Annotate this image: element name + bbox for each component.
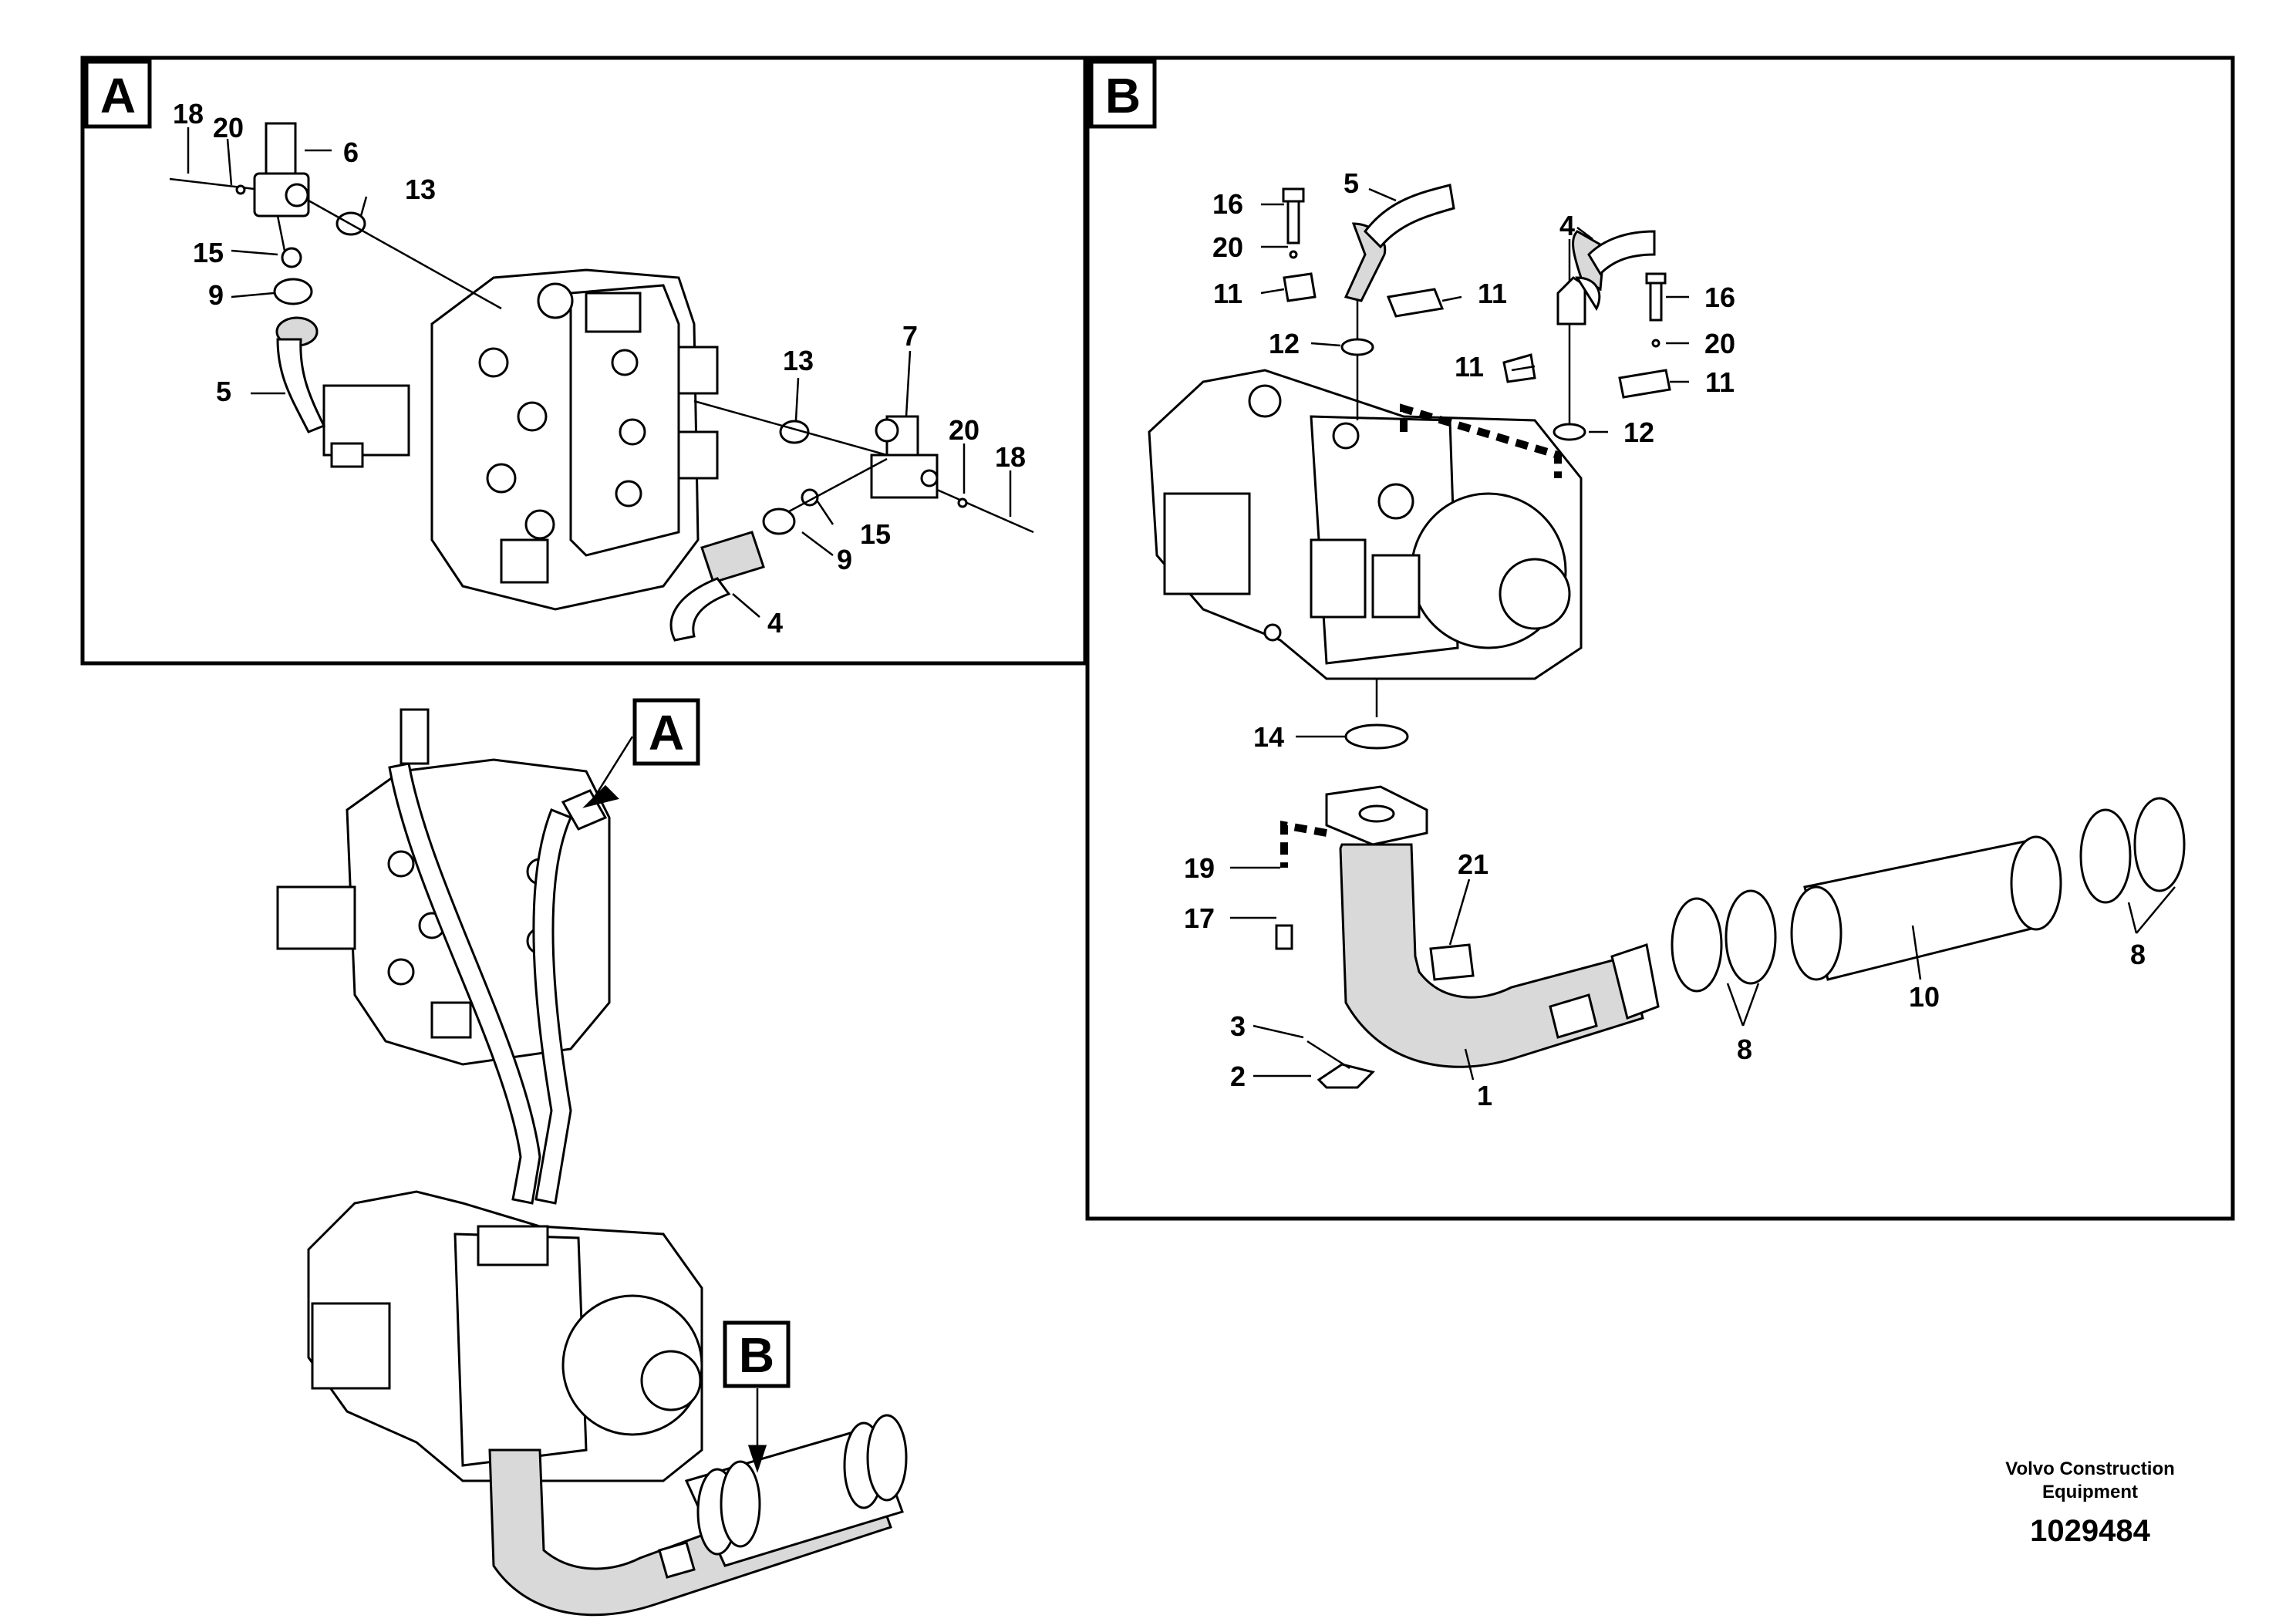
overview-tag-b-label: B — [739, 1327, 774, 1383]
leaders-a — [187, 127, 1012, 618]
callout-8-b: 8 — [2130, 939, 2146, 970]
callout-4-a: 4 — [767, 607, 783, 639]
callout-18-b: 18 — [995, 441, 1026, 473]
callout-9-b: 9 — [837, 544, 852, 575]
callouts-a: 18 20 6 13 15 9 5 13 7 20 18 15 9 4 — [173, 98, 1026, 639]
panel-a-tag: A — [100, 68, 136, 123]
callout-11-a: 11 — [1213, 278, 1242, 309]
callout-5-a: 5 — [216, 376, 231, 407]
callout-20-b: 20 — [1704, 328, 1735, 359]
callout-5: 5 — [1344, 167, 1359, 199]
callout-6: 6 — [343, 137, 359, 168]
callout-17: 17 — [1184, 902, 1215, 934]
callout-10: 10 — [1909, 981, 1940, 1013]
callout-7: 7 — [902, 320, 918, 352]
callout-15-b: 15 — [860, 518, 891, 550]
panel-b: B — [1085, 56, 2235, 1221]
hydraulic-pump-b — [1148, 369, 1583, 680]
callout-13-b: 13 — [783, 345, 814, 376]
callout-13-a: 13 — [405, 174, 436, 205]
callout-9-a: 9 — [208, 279, 224, 311]
callout-2: 2 — [1230, 1061, 1246, 1092]
o-ring-14 — [1344, 723, 1409, 750]
callout-21: 21 — [1458, 848, 1489, 880]
upper-fittings-b — [1282, 184, 1671, 441]
clamp-9-b — [762, 508, 796, 535]
callout-19: 19 — [1184, 852, 1215, 884]
panel-a-tag-box — [84, 59, 152, 129]
overview-assembly — [276, 708, 908, 1617]
callout-14: 14 — [1253, 721, 1284, 753]
footer: Volvo Construction Equipment 1029484 — [2005, 1458, 2175, 1548]
drawing-number: 1029484 — [2030, 1514, 2150, 1548]
overview-tag-b: B — [723, 1320, 791, 1473]
callout-15-a: 15 — [193, 237, 224, 268]
callout-18-a: 18 — [173, 98, 204, 130]
callout-20-a: 20 — [213, 112, 244, 143]
panel-b-tag-box — [1089, 59, 1157, 129]
callout-1: 1 — [1477, 1080, 1492, 1111]
company-line-1: Volvo Construction — [2005, 1458, 2175, 1479]
leaders-b — [1230, 187, 2176, 1081]
callout-16-a: 16 — [1212, 188, 1243, 220]
overview-tag-a: A — [582, 698, 700, 808]
overview-tag-a-label: A — [649, 705, 684, 760]
o-ring-15-a — [281, 247, 302, 268]
company-line-2: Equipment — [2042, 1482, 2138, 1502]
callout-16-b: 16 — [1704, 282, 1735, 313]
callout-3: 3 — [1230, 1010, 1246, 1042]
clamps-sleeve-b — [1671, 797, 2186, 993]
control-valve-a — [322, 268, 719, 611]
callout-11-d: 11 — [1705, 366, 1735, 398]
clamp-9-a — [273, 278, 313, 305]
panel-a: A — [80, 56, 1087, 666]
callout-4: 4 — [1559, 210, 1575, 241]
callout-8-a: 8 — [1737, 1034, 1752, 1065]
callout-12-b: 12 — [1623, 416, 1654, 448]
callouts-b: 16 5 20 11 11 12 4 16 20 11 11 12 14 21 … — [1184, 167, 2146, 1111]
callout-20-b: 20 — [949, 414, 979, 446]
fitting-7 — [669, 400, 1034, 642]
callout-11-c: 11 — [1455, 351, 1484, 383]
panel-b-tag: B — [1105, 68, 1141, 123]
callout-11-b: 11 — [1478, 278, 1507, 309]
fitting-6 — [169, 122, 502, 433]
callout-12-a: 12 — [1269, 328, 1300, 359]
elbow-pipe-b — [1275, 723, 1660, 1089]
callout-20-a: 20 — [1212, 231, 1243, 263]
